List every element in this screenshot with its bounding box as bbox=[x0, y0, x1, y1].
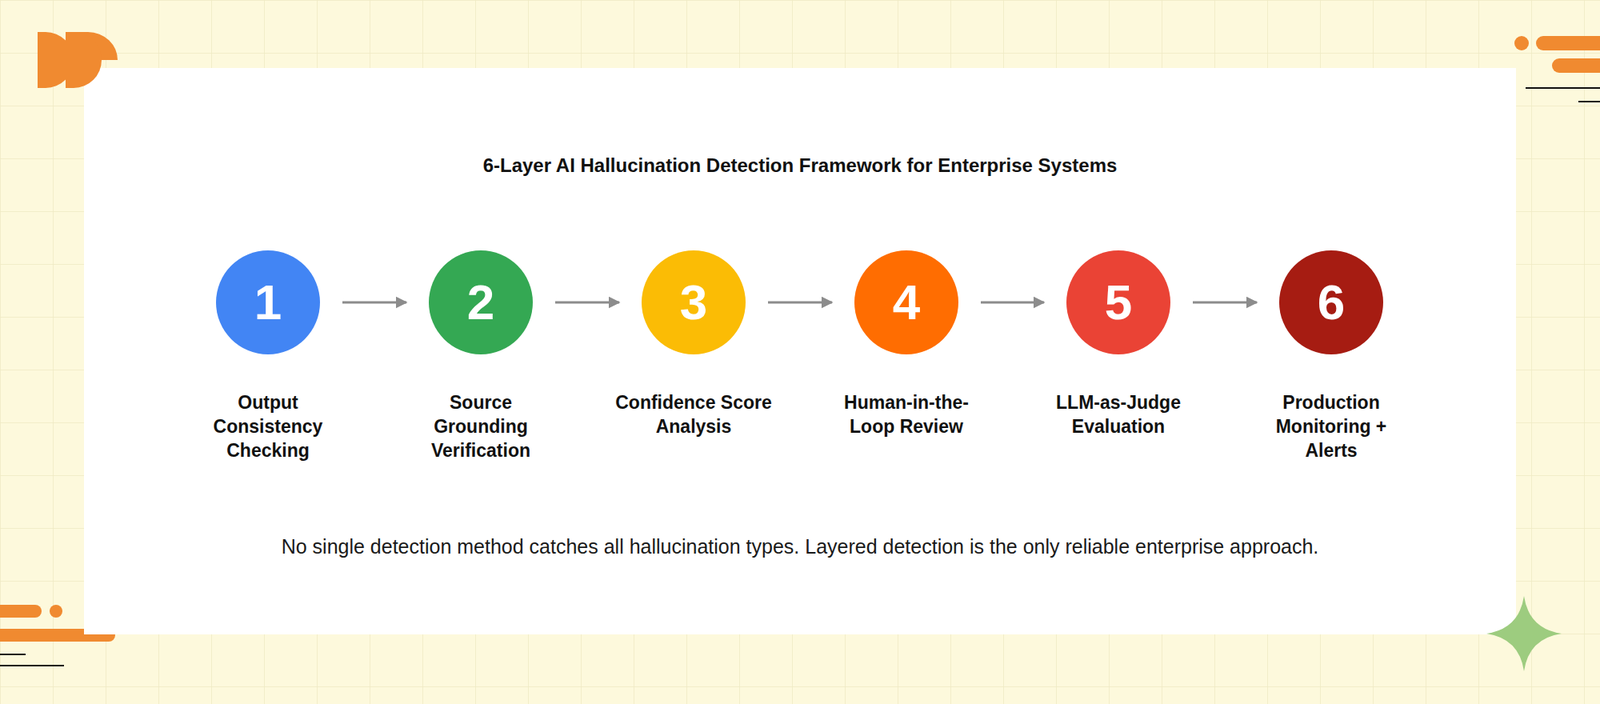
step-number: 5 bbox=[1104, 277, 1132, 328]
step-circle: 1 bbox=[216, 250, 320, 355]
arrow-connector bbox=[555, 301, 620, 304]
step-node: 3Confidence Score Analysis bbox=[613, 250, 774, 439]
arrow-connector bbox=[768, 301, 832, 304]
deco-line bbox=[0, 653, 26, 656]
arrow-connector bbox=[342, 301, 407, 304]
deco-dot bbox=[49, 604, 63, 618]
step-node: 5LLM-as-Judge Evaluation bbox=[1038, 250, 1199, 439]
deco-bar bbox=[1552, 58, 1600, 73]
deco-bar bbox=[1536, 36, 1600, 51]
step-label: Output Consistency Checking bbox=[188, 390, 348, 463]
deco-star bbox=[1486, 596, 1562, 672]
deco-bar bbox=[0, 604, 42, 618]
arrow-connector bbox=[980, 301, 1044, 304]
deco-line bbox=[1525, 87, 1600, 89]
step-number: 1 bbox=[254, 277, 282, 328]
step-node: 4Human-in-the-Loop Review bbox=[826, 250, 987, 439]
step-number: 4 bbox=[892, 277, 920, 328]
step-circle: 6 bbox=[1279, 250, 1384, 355]
step-node: 6Production Monitoring + Alerts bbox=[1251, 250, 1412, 463]
step-label: Confidence Score Analysis bbox=[613, 390, 774, 439]
step-node: 1Output Consistency Checking bbox=[188, 250, 348, 463]
step-label: LLM-as-Judge Evaluation bbox=[1038, 390, 1199, 439]
step-number: 3 bbox=[680, 277, 708, 328]
arrow-connector bbox=[1192, 301, 1257, 304]
deco-line bbox=[0, 664, 64, 667]
diagram-title: 6-Layer AI Hallucination Detection Frame… bbox=[84, 154, 1516, 177]
deco-dot bbox=[1514, 36, 1529, 51]
deco-line bbox=[1578, 100, 1600, 103]
step-label: Human-in-the-Loop Review bbox=[826, 390, 987, 439]
panel bbox=[84, 68, 1516, 635]
step-label: Production Monitoring + Alerts bbox=[1251, 390, 1412, 463]
step-circle: 2 bbox=[428, 250, 533, 355]
step-number: 6 bbox=[1317, 277, 1345, 328]
step-number: 2 bbox=[467, 277, 495, 328]
step-circle: 5 bbox=[1066, 250, 1171, 355]
step-circle: 4 bbox=[854, 250, 959, 355]
logo-shape bbox=[65, 32, 102, 88]
step-label: Source Grounding Verification bbox=[400, 390, 561, 463]
step-circle: 3 bbox=[641, 250, 746, 355]
diagram-caption: No single detection method catches all h… bbox=[84, 535, 1516, 559]
step-node: 2Source Grounding Verification bbox=[400, 250, 561, 463]
